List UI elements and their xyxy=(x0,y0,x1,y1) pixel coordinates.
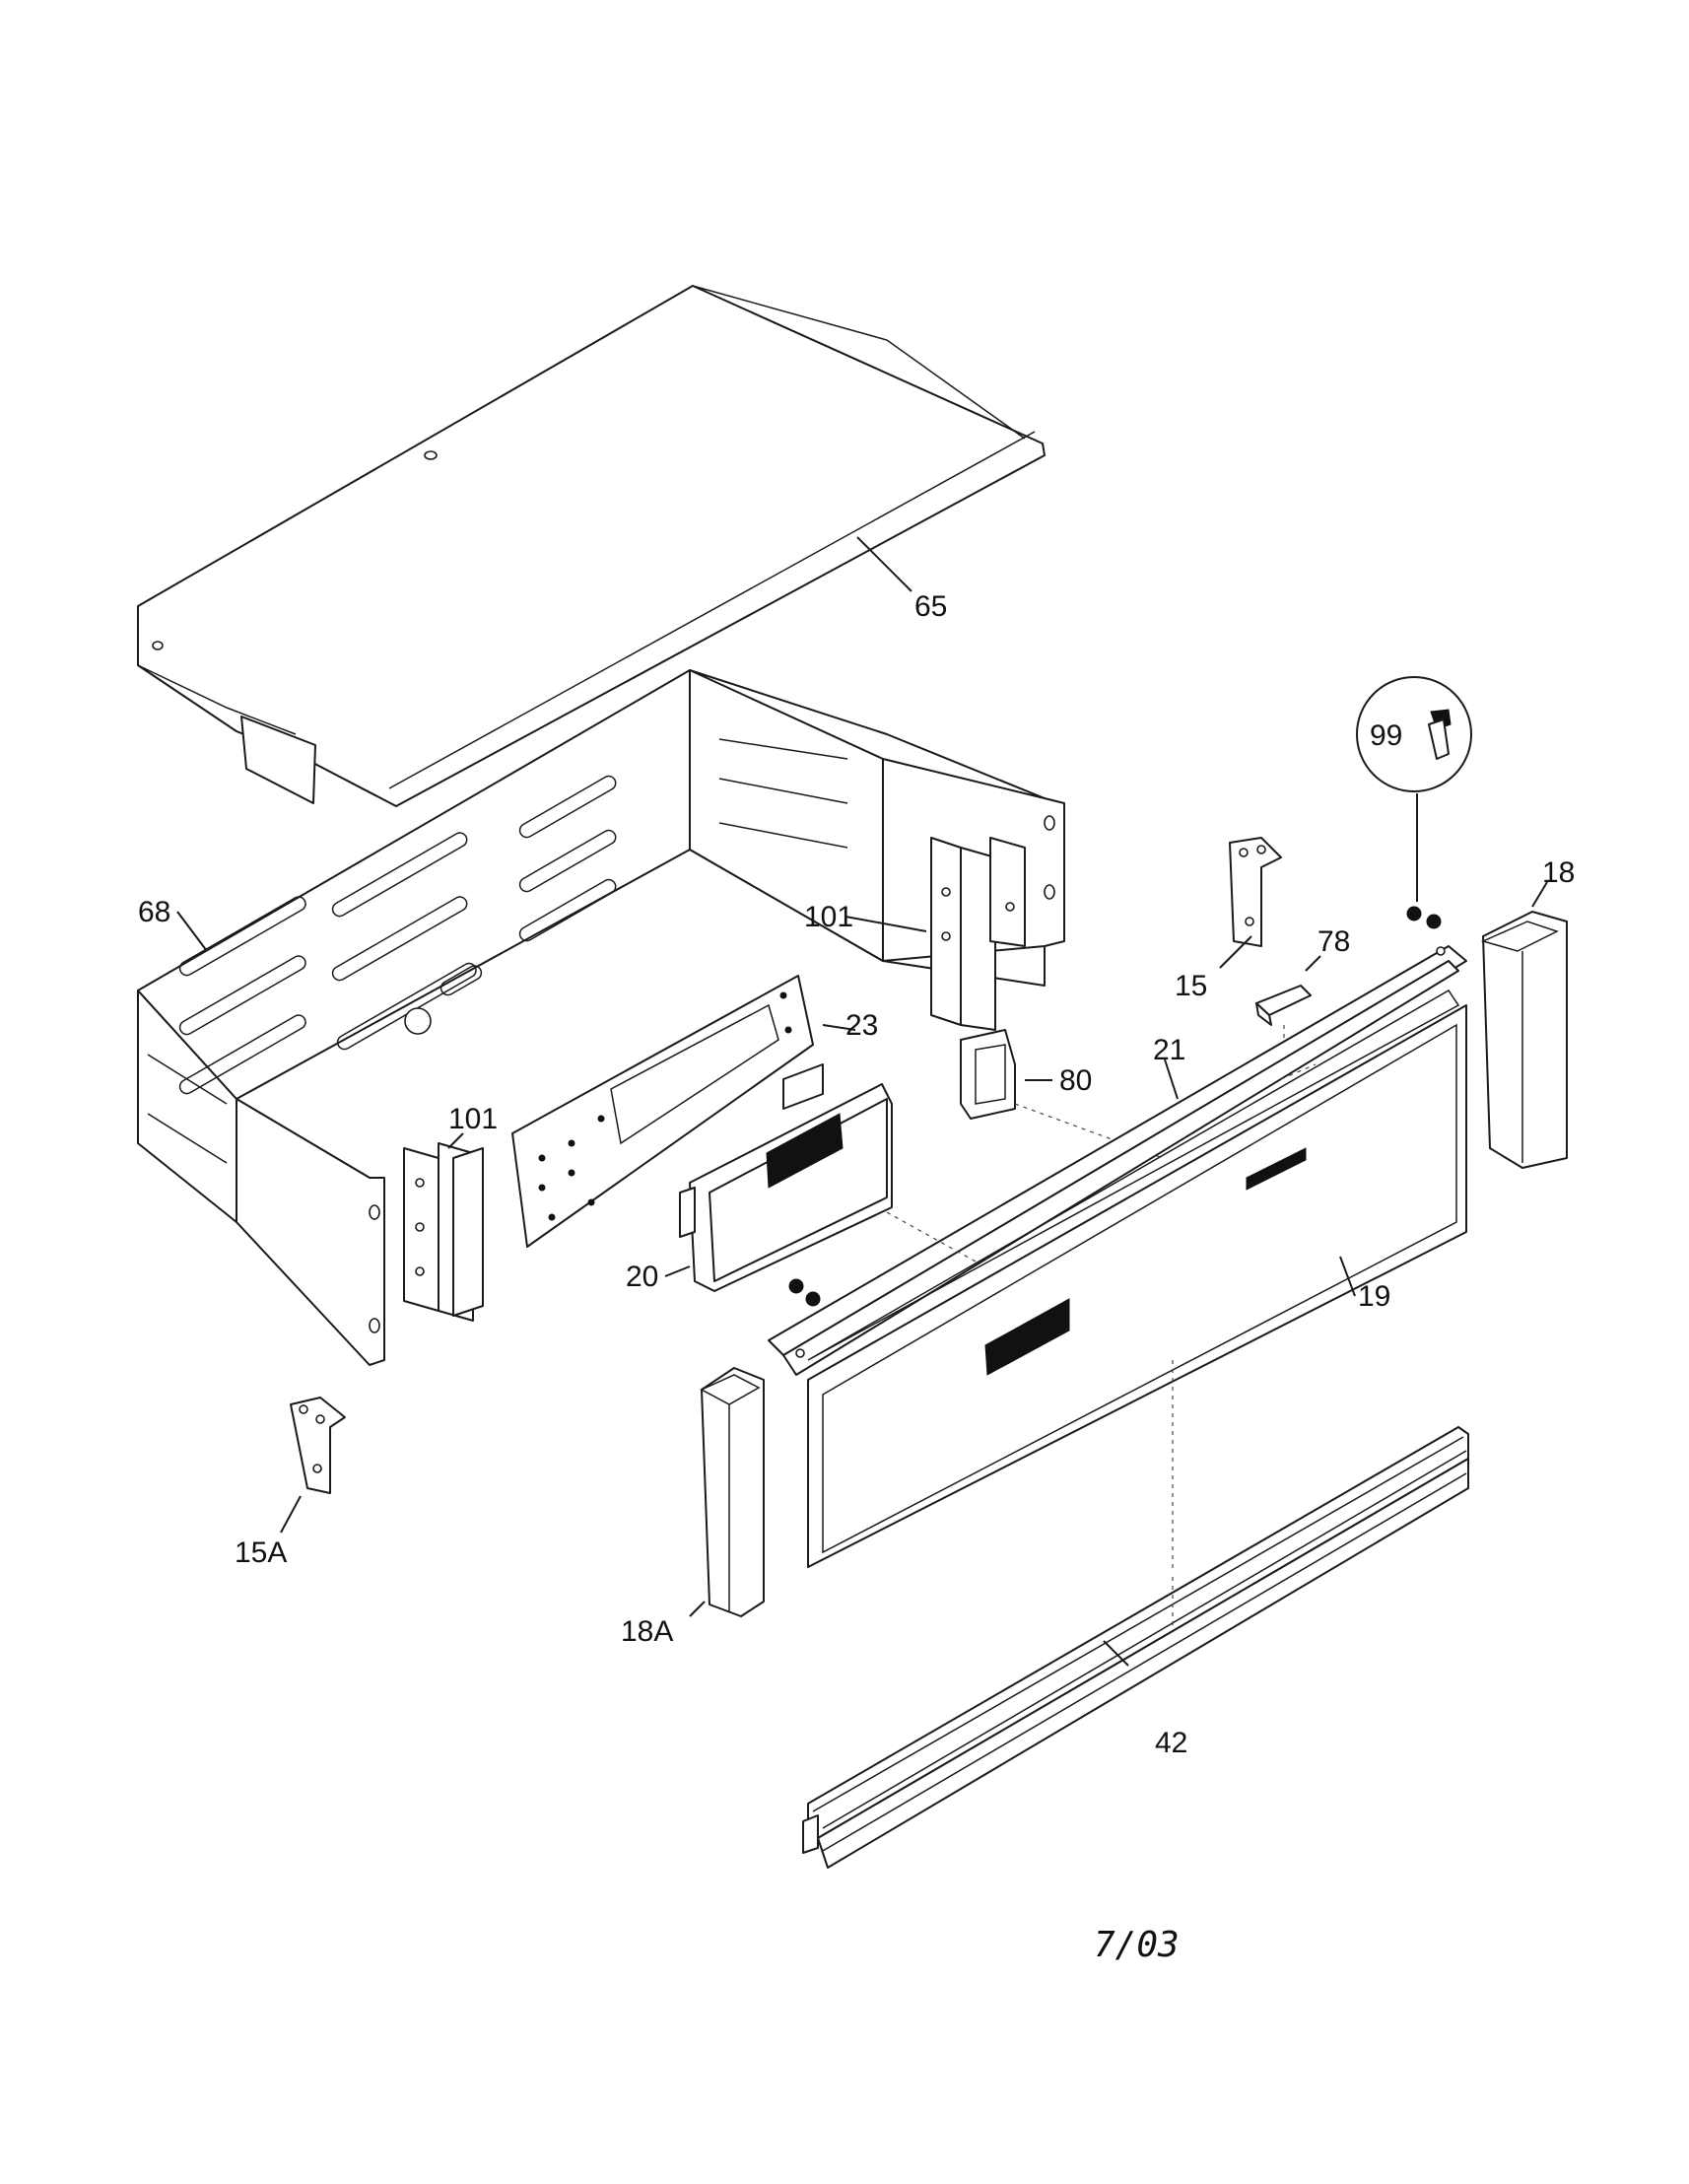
label-101-left: 101 xyxy=(448,1103,498,1135)
part-15a-bracket xyxy=(290,1397,346,1494)
part-15-bracket xyxy=(1229,837,1282,947)
part-101-right-bracket xyxy=(930,837,1026,1031)
part-68-chassis xyxy=(137,669,1065,1366)
label-65: 65 xyxy=(914,590,947,623)
label-99: 99 xyxy=(1370,719,1402,752)
label-19: 19 xyxy=(1358,1280,1390,1313)
part-99-screw-callout xyxy=(1356,676,1472,929)
label-21: 21 xyxy=(1153,1034,1185,1066)
part-80-block xyxy=(960,1029,1164,1159)
part-65-top-cover xyxy=(137,285,1046,807)
part-21-trim-bar xyxy=(768,945,1467,1376)
label-80: 80 xyxy=(1059,1064,1092,1097)
label-18: 18 xyxy=(1542,856,1575,889)
label-18a: 18A xyxy=(621,1615,673,1648)
part-18a-end-cap-left xyxy=(700,1367,765,1617)
revision-date: 7/03 xyxy=(1094,1925,1180,1965)
label-23: 23 xyxy=(845,1009,878,1042)
label-42: 42 xyxy=(1155,1727,1187,1759)
part-labels: 65 68 101 23 101 99 18 15 78 80 21 20 19… xyxy=(138,590,1575,1759)
part-101-left-bracket xyxy=(403,1142,484,1322)
part-18-end-cap-right xyxy=(1480,911,1568,1169)
label-68: 68 xyxy=(138,896,170,928)
label-15: 15 xyxy=(1175,970,1207,1002)
label-20: 20 xyxy=(626,1261,658,1293)
leader-lines xyxy=(176,536,1548,1667)
part-42-vent-rail xyxy=(802,1426,1469,1869)
label-101-right: 101 xyxy=(804,901,853,933)
part-23-control-plate xyxy=(511,975,814,1248)
part-20-control-module xyxy=(679,1063,893,1292)
label-78: 78 xyxy=(1317,925,1350,958)
part-19-front-panel xyxy=(807,1004,1467,1572)
label-15a: 15A xyxy=(235,1536,287,1569)
